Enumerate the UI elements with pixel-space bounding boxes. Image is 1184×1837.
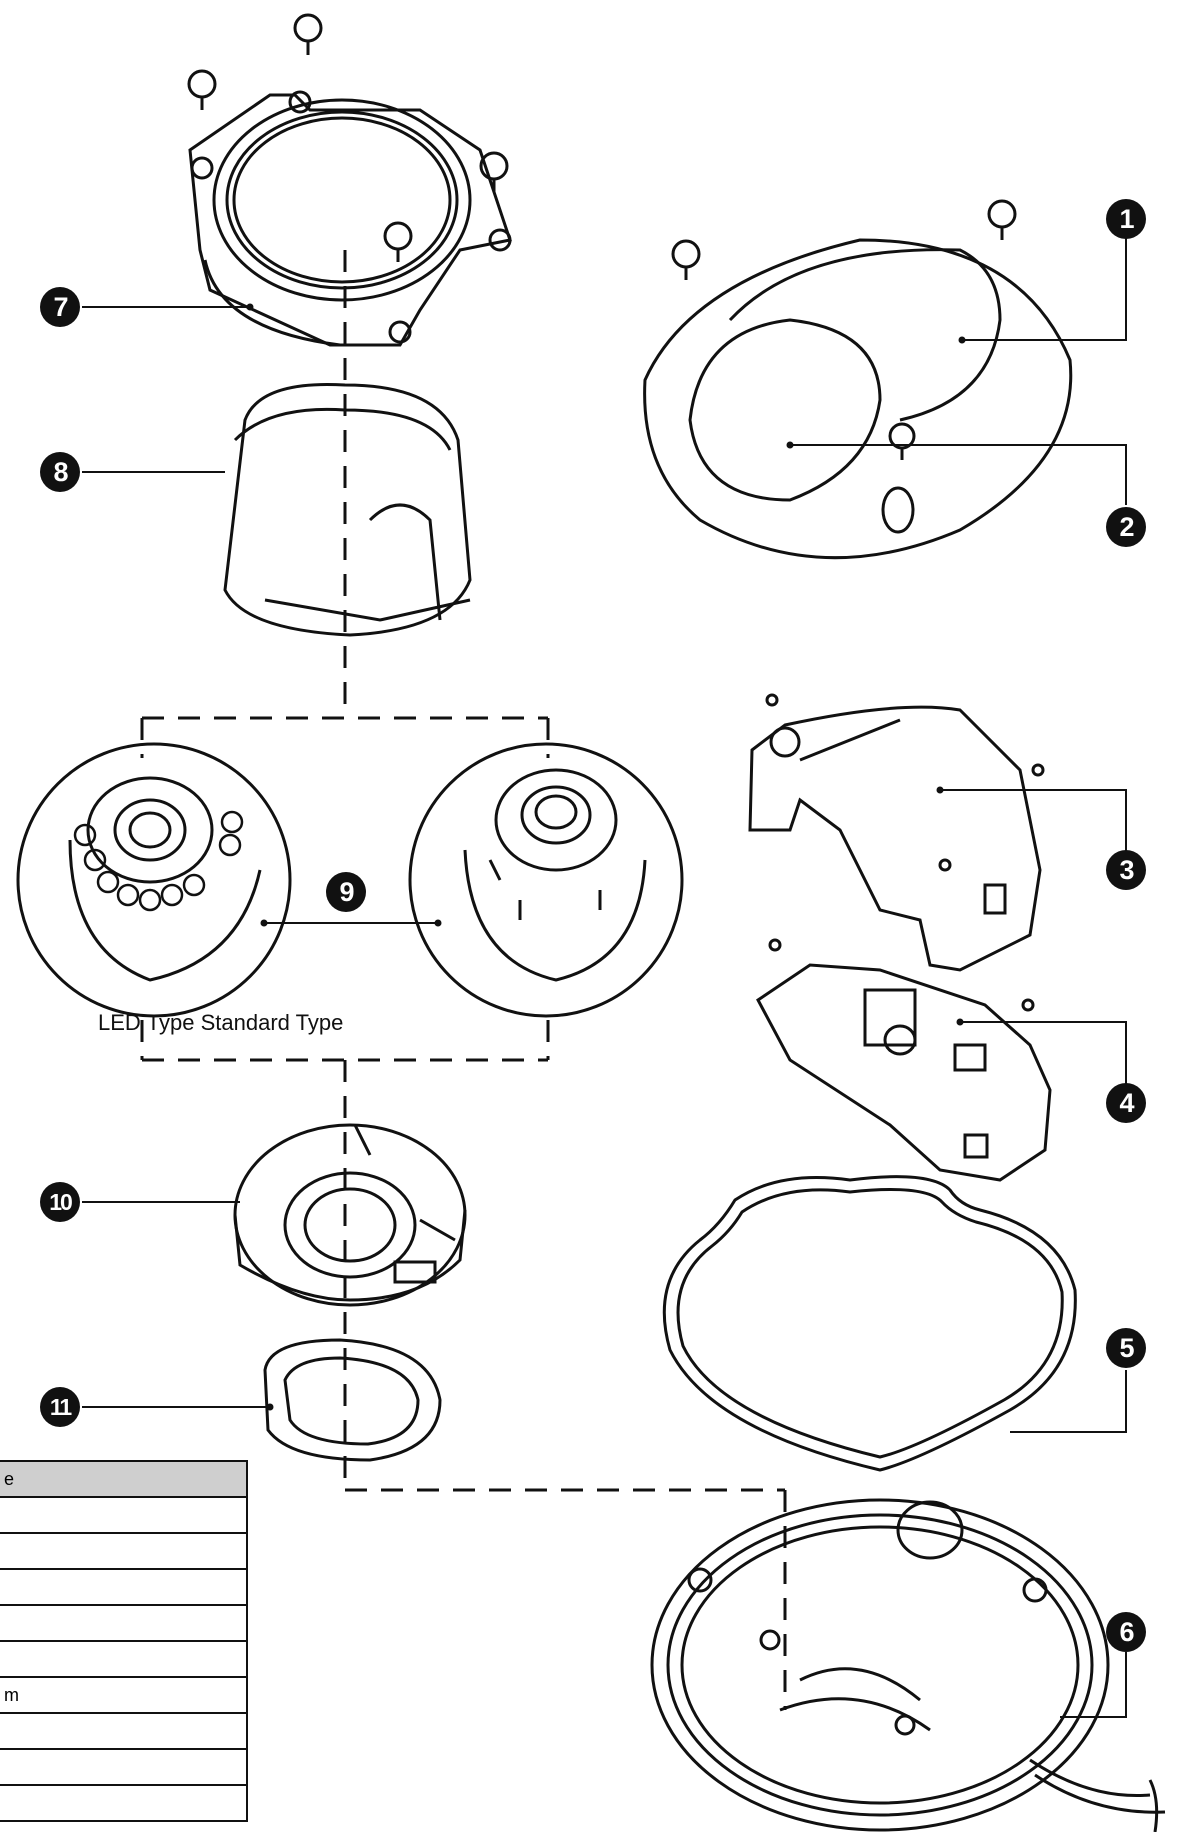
inner-shield-part: [223, 382, 472, 637]
table-row: [0, 1712, 248, 1750]
table-cell: [0, 1604, 248, 1642]
lens-o-ring-part: [263, 1338, 442, 1462]
callout-9: 9: [326, 872, 366, 912]
table-row: [0, 1496, 248, 1534]
lens-module-standard: [408, 742, 684, 1018]
table-row: [0, 1568, 248, 1606]
callout-4: 4: [1106, 1083, 1146, 1123]
table-row: [0, 1532, 248, 1570]
callout-8: 8: [40, 452, 80, 492]
parts-table: e m: [0, 1460, 248, 1822]
lens-bracket-part: [748, 693, 1045, 972]
lens-module-led: [16, 742, 292, 1018]
callout-1: 1: [1106, 199, 1146, 239]
table-row: [0, 1784, 248, 1822]
base-housing-part: [650, 1498, 1166, 1833]
leader-dots: [246, 303, 966, 1411]
screws-top: [187, 13, 1017, 460]
table-cell: [0, 1784, 248, 1822]
callout-3: 3: [1106, 850, 1146, 890]
mount-ring-part: [188, 90, 512, 347]
table-cell: [0, 1568, 248, 1606]
table-cell: [0, 1712, 248, 1750]
callout-6: 6: [1106, 1612, 1146, 1652]
table-row: [0, 1604, 248, 1642]
table-cell: [0, 1496, 248, 1534]
table-cell: [0, 1640, 248, 1678]
caption-types: Type Standard Type: [146, 1010, 344, 1035]
table-row: m: [0, 1676, 248, 1714]
dome-cover-part: [643, 238, 1073, 560]
callout-7: 7: [40, 287, 80, 327]
callout-5: 5: [1106, 1328, 1146, 1368]
leader-lines: [82, 238, 1127, 1718]
callout-11: 11: [40, 1387, 80, 1427]
table-cell: m: [0, 1676, 248, 1714]
callout-10: 10: [40, 1182, 80, 1222]
assembly-axis: [140, 250, 787, 1710]
gasket-part: [662, 1175, 1077, 1472]
lens-cover-ring-part: [233, 1123, 467, 1307]
table-row: [0, 1748, 248, 1786]
table-cell: [0, 1748, 248, 1786]
caption-led: LED: [98, 1010, 141, 1035]
pcb-board-part: [756, 938, 1052, 1182]
callout-2: 2: [1106, 507, 1146, 547]
table-header: e: [0, 1460, 248, 1498]
table-cell: [0, 1532, 248, 1570]
table-row: [0, 1640, 248, 1678]
